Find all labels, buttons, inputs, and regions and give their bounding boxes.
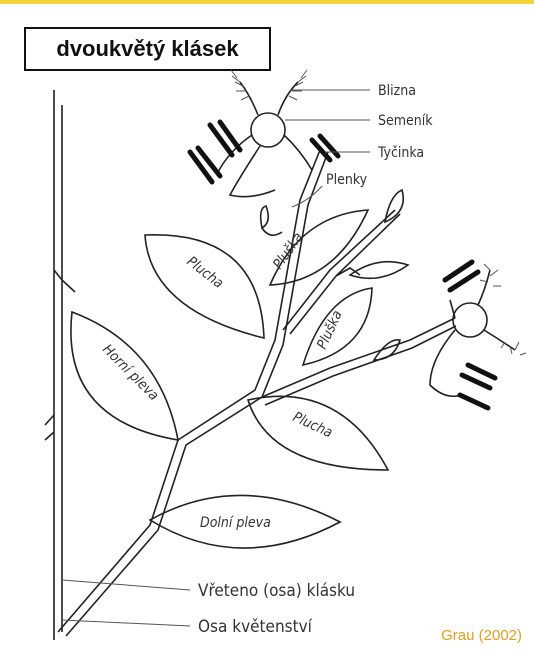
label-plucha-upper: Plucha (184, 254, 227, 292)
plenka-shape (261, 206, 269, 228)
label-dolni-pleva: Dolní pleva (200, 515, 271, 531)
label-osa: Osa květenství (198, 617, 313, 637)
rachilla (58, 150, 456, 636)
label-blizna: Blizna (378, 83, 416, 99)
lower-floret (430, 262, 526, 408)
label-tycinka: Tyčinka (377, 145, 424, 161)
upper-floret (190, 70, 338, 197)
label-plucha-lower: Plucha (290, 409, 335, 441)
label-pluska-lower: Pluška (314, 308, 346, 352)
inflorescence-axis (45, 90, 75, 640)
label-semenik: Semeník (378, 113, 433, 129)
label-vreteno: Vřeteno (osa) klásku (198, 581, 355, 601)
source-credit: Grau (2002) (441, 627, 522, 644)
label-plenky: Plenky (326, 172, 368, 188)
semenik-shape (251, 113, 285, 147)
plucha-upper-shape (145, 235, 264, 338)
